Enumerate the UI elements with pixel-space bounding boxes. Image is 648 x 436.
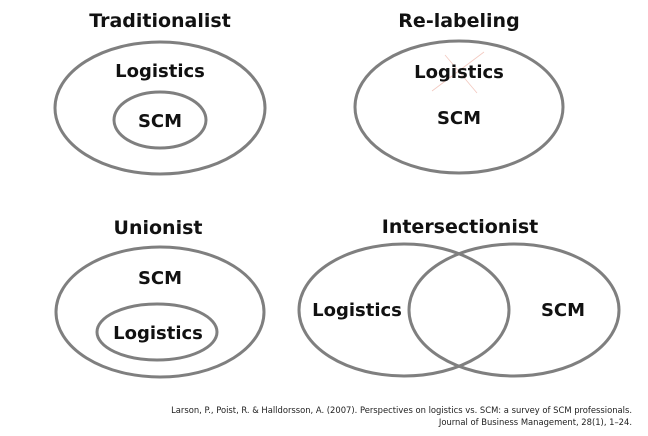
logistics-label: Logistics	[414, 62, 504, 83]
logistics-label: Logistics	[113, 323, 203, 344]
citation-line-2: Journal of Business Management, 28(1), 1…	[438, 417, 632, 427]
traditionalist-title: Traditionalist	[89, 10, 231, 32]
unionist-title: Unionist	[114, 217, 203, 239]
faint-cross-line	[444, 54, 478, 94]
scm-label: SCM	[138, 268, 182, 289]
scm-outer-ellipse	[54, 245, 266, 379]
unionist-diagram: Unionist SCM Logistics	[54, 217, 266, 379]
faint-cross-line	[431, 51, 485, 92]
relabeling-diagram: Re-labeling Logistics SCM	[353, 10, 565, 175]
logistics-outer-ellipse	[53, 40, 267, 176]
scm-inner-ellipse	[112, 90, 208, 150]
shared-ellipse	[353, 39, 565, 175]
logistics-ellipse	[297, 242, 511, 378]
citation: Larson, P., Poist, R. & Halldorsson, A. …	[171, 404, 632, 428]
intersectionist-title: Intersectionist	[382, 216, 538, 238]
logistics-label: Logistics	[115, 61, 205, 82]
traditionalist-diagram: Traditionalist Logistics SCM	[53, 10, 267, 176]
scm-label: SCM	[437, 108, 481, 129]
relabeling-title: Re-labeling	[398, 10, 519, 32]
scm-label: SCM	[138, 111, 182, 132]
intersectionist-diagram: Intersectionist Logistics SCM	[297, 216, 621, 378]
citation-line-1: Larson, P., Poist, R. & Halldorsson, A. …	[171, 405, 632, 415]
logistics-label: Logistics	[312, 300, 402, 321]
logistics-inner-ellipse	[95, 302, 219, 362]
scm-label: SCM	[541, 300, 585, 321]
scm-ellipse	[407, 242, 621, 378]
